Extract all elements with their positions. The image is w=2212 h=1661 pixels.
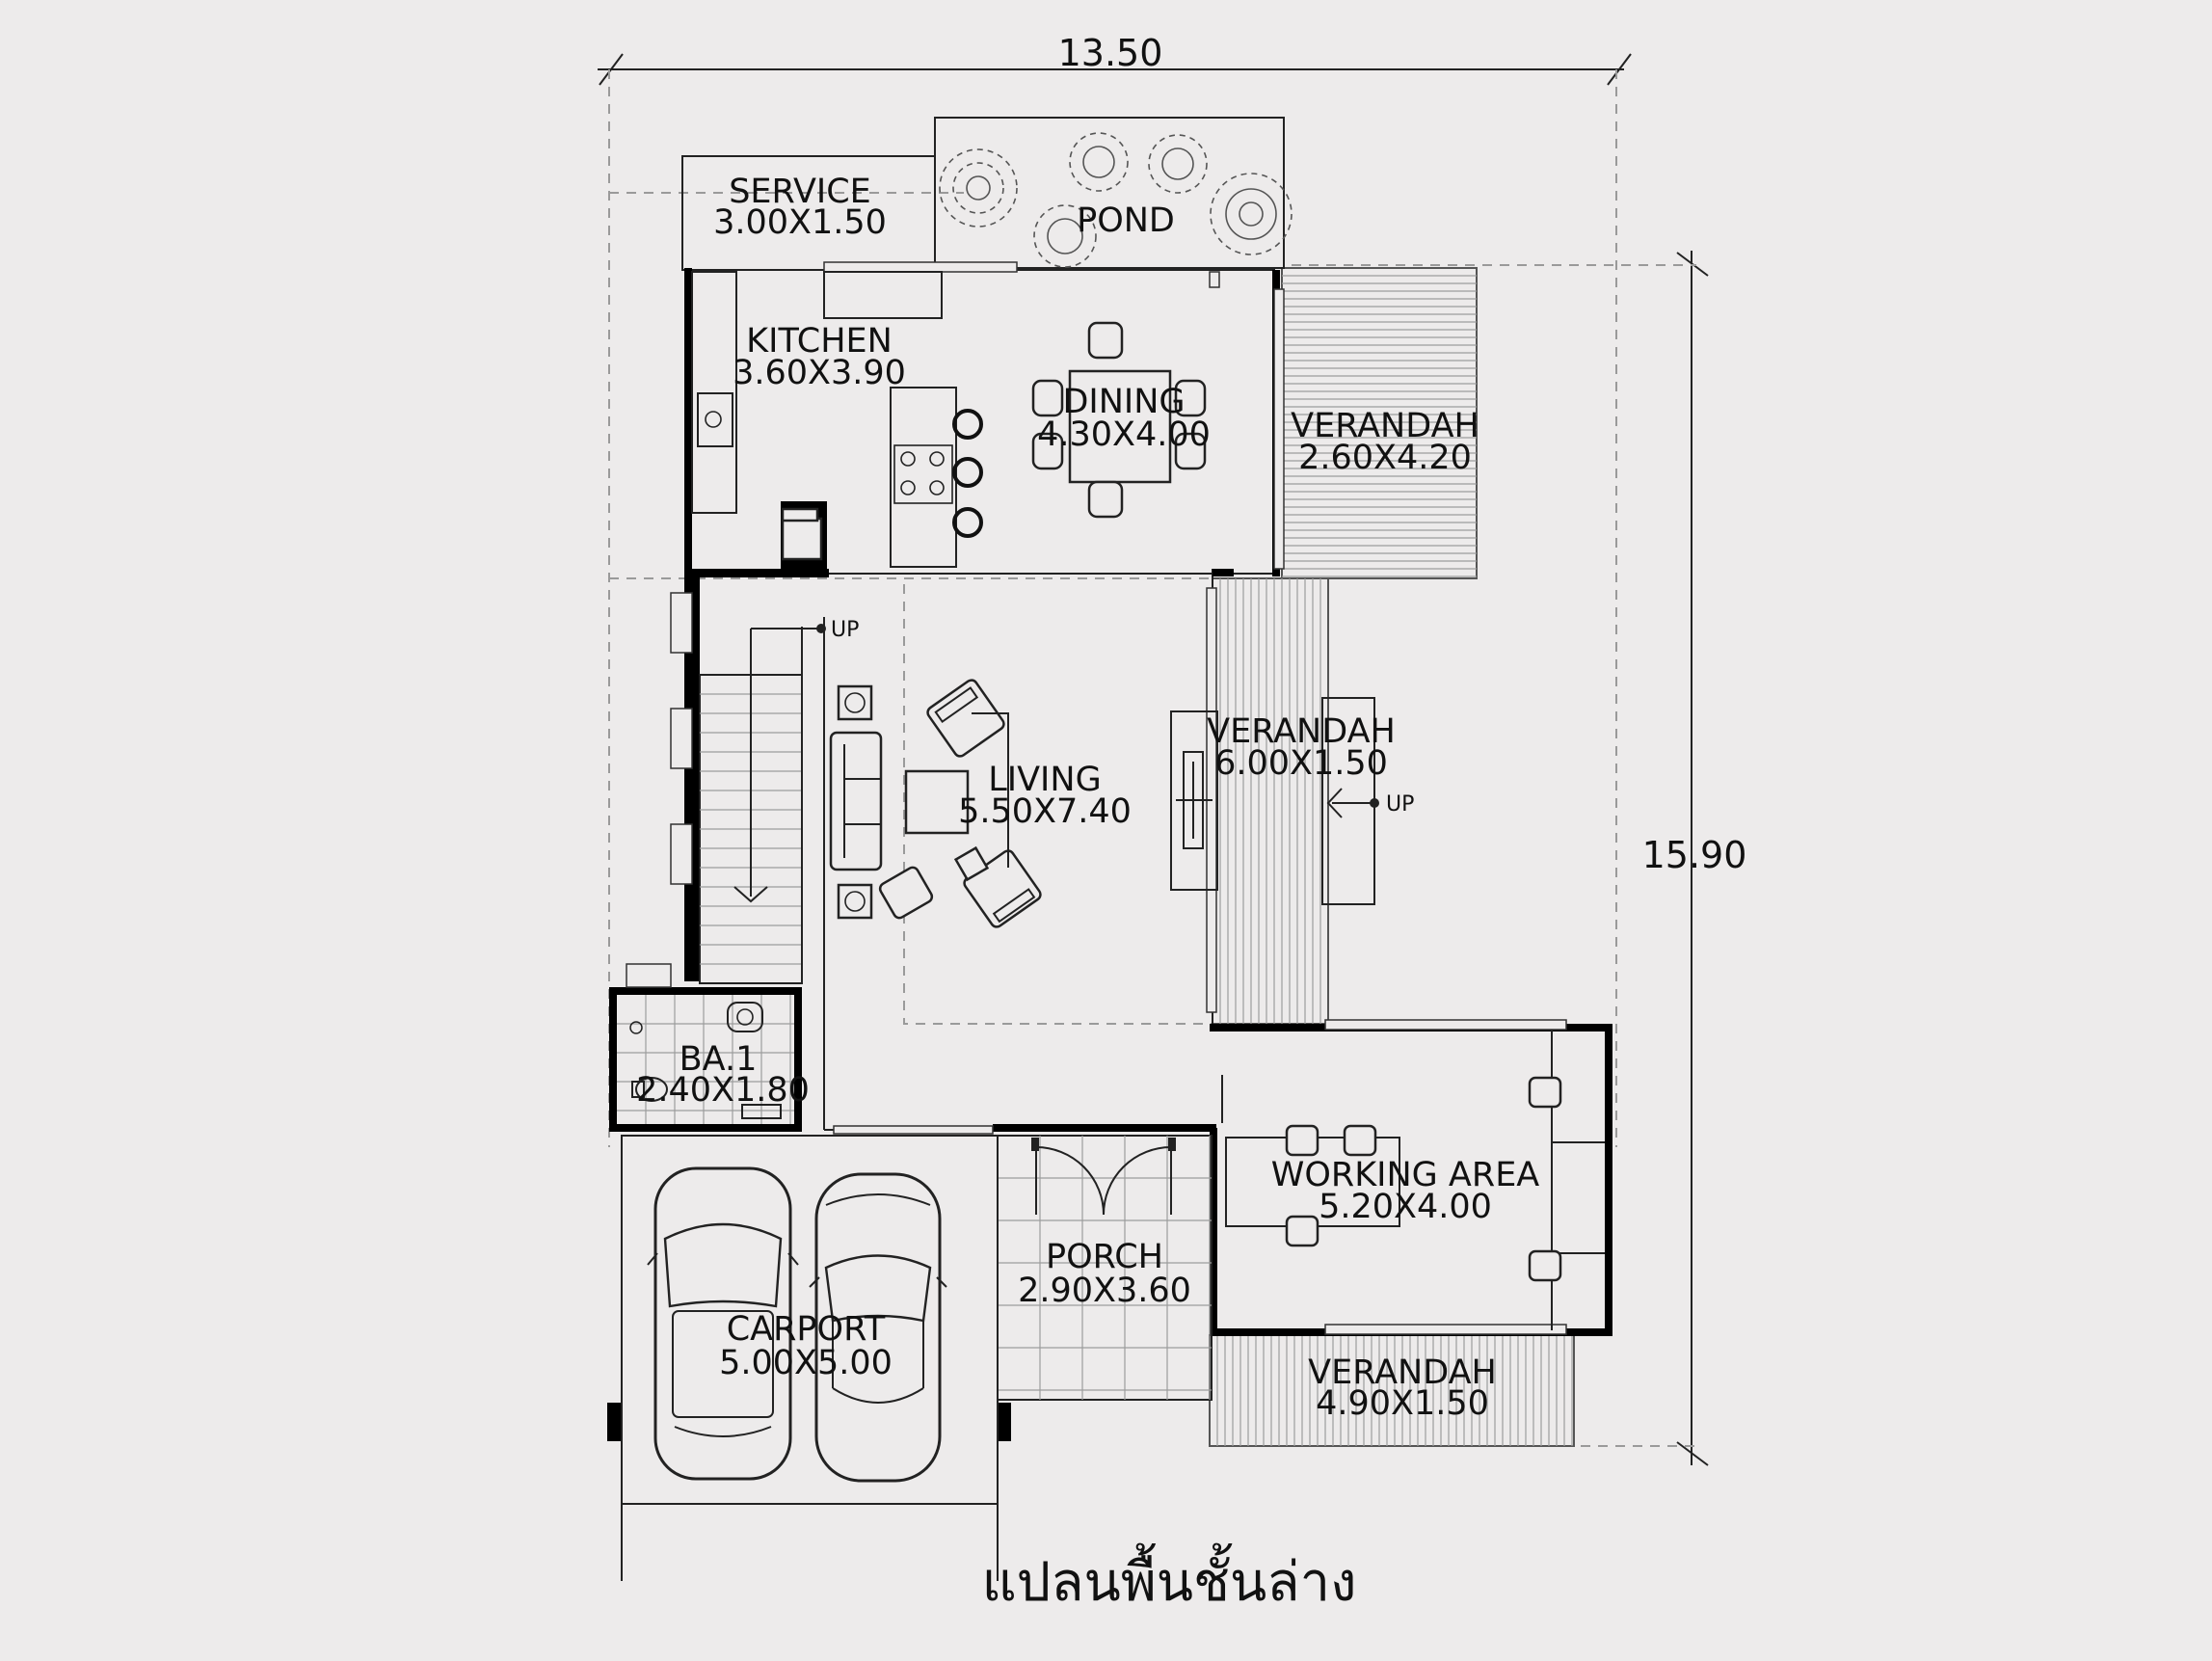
verandah-3-size: 4.90X1.50 xyxy=(1316,1384,1489,1423)
porch-label: PORCH xyxy=(1046,1238,1163,1276)
plan-title: แปลนพื้นชั้นล่าง xyxy=(982,1543,1357,1614)
pond-plants xyxy=(939,132,1293,268)
car-right xyxy=(809,1172,947,1483)
verandah-3-label: VERANDAH xyxy=(1308,1353,1497,1392)
living-size: 5.50X7.40 xyxy=(958,792,1132,831)
depth-dimension: 15.90 xyxy=(1642,834,1747,876)
kitchen-counters xyxy=(691,271,957,568)
car-left xyxy=(647,1166,799,1481)
living-label: LIVING xyxy=(988,761,1101,799)
dimension-lines xyxy=(598,53,1709,1466)
verandah-deck-bottom xyxy=(1209,1334,1575,1447)
verandah-deck-side xyxy=(1212,577,1329,1025)
verandah-2-label: VERANDAH xyxy=(1207,712,1396,751)
working-area-furniture xyxy=(1221,1030,1605,1330)
verandah-steps xyxy=(1170,697,1379,905)
bathroom-fixtures xyxy=(617,995,794,1124)
bar-stools xyxy=(952,409,983,538)
verandah-1-size: 2.60X4.20 xyxy=(1298,439,1472,477)
dining-label: DINING xyxy=(1062,383,1185,421)
carport-size: 5.00X5.00 xyxy=(719,1344,893,1382)
porch xyxy=(997,1135,1213,1401)
kitchen-size: 3.60X3.90 xyxy=(733,354,906,392)
staircase xyxy=(699,624,826,984)
living-furniture xyxy=(829,679,1042,928)
working-area-label: WORKING AREA xyxy=(1271,1156,1540,1194)
verandah-deck-top xyxy=(1281,267,1478,579)
carport-area xyxy=(621,1135,999,1505)
service-size: 3.00X1.50 xyxy=(713,203,887,242)
pond-label: POND xyxy=(1077,201,1175,240)
carport-label: CARPORT xyxy=(727,1310,886,1349)
bath-label: BA.1 xyxy=(680,1040,758,1079)
verandah-2-size: 6.00X1.50 xyxy=(1214,744,1388,783)
room-labels: SERVICE 3.00X1.50 POND KITCHEN 3.60X3.90… xyxy=(636,173,1539,1423)
width-dimension: 13.50 xyxy=(1058,32,1163,74)
dining-table xyxy=(1031,321,1207,519)
pond-area xyxy=(934,117,1285,269)
kitchen-label: KITCHEN xyxy=(746,322,893,361)
living-zone xyxy=(903,577,1213,1025)
verandah-up-label: UP xyxy=(1386,792,1414,817)
working-area-size: 5.20X4.00 xyxy=(1319,1188,1492,1226)
verandah-1-label: VERANDAH xyxy=(1291,407,1479,445)
service-label: SERVICE xyxy=(729,173,871,211)
dining-size: 4.30X4.00 xyxy=(1037,415,1211,454)
bath-size: 2.40X1.80 xyxy=(636,1071,810,1110)
porch-size: 2.90X3.60 xyxy=(1018,1272,1191,1310)
stair-up-label: UP xyxy=(831,618,859,642)
